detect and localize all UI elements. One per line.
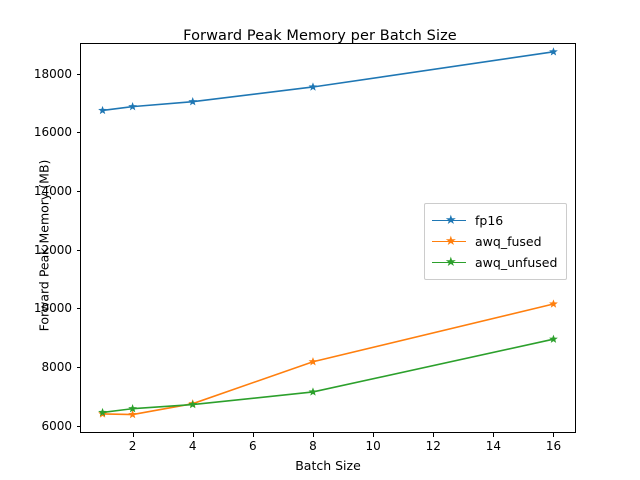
- y-tick-mark: [76, 132, 81, 134]
- legend-item: ★ awq_fused: [432, 231, 557, 252]
- x-tick-mark: [493, 433, 495, 437]
- x-tick-label: 4: [188, 439, 197, 453]
- data-point-marker: [188, 97, 198, 106]
- y-axis-label: Forward Peak Memory (MB): [36, 159, 52, 332]
- legend-item: ★ fp16: [432, 210, 557, 231]
- y-tick-mark: [76, 73, 81, 75]
- series-canvas: [98, 47, 558, 419]
- y-tick-mark: [76, 191, 81, 193]
- data-point-marker: [308, 357, 318, 366]
- data-point-marker: [308, 387, 318, 396]
- legend-swatch-awq-fused: ★: [432, 233, 466, 249]
- data-point-marker: [128, 409, 137, 419]
- x-tick-label: 16: [545, 439, 562, 453]
- series-fp16: [98, 47, 558, 115]
- y-tick-label: 8000: [41, 360, 72, 375]
- y-tick-label: 6000: [41, 418, 72, 433]
- series-awq_unfused: [98, 334, 558, 417]
- y-tick-mark: [76, 425, 81, 427]
- star-marker-icon: ★: [445, 212, 457, 228]
- x-tick-mark: [132, 433, 134, 437]
- legend-line-icon: [432, 240, 466, 243]
- x-tick-mark: [433, 433, 435, 437]
- x-tick-label: 10: [365, 439, 381, 453]
- x-tick-label: 8: [309, 439, 317, 453]
- legend-swatch-fp16: ★: [432, 212, 466, 228]
- legend-label: awq_unfused: [475, 255, 558, 270]
- x-tick-label: 2: [128, 439, 137, 453]
- data-point-marker: [549, 334, 558, 343]
- x-tick-label: 14: [485, 439, 501, 453]
- x-tick-mark: [192, 433, 194, 437]
- legend-line-icon: [432, 261, 466, 264]
- star-marker-icon: ★: [445, 233, 457, 249]
- y-tick-mark: [76, 367, 81, 369]
- x-tick-mark: [553, 433, 555, 437]
- data-point-marker: [98, 407, 107, 417]
- data-point-marker: [98, 105, 107, 115]
- data-point-marker: [308, 82, 318, 91]
- x-tick-label: 12: [425, 439, 441, 453]
- chart-title: Forward Peak Memory per Batch Size: [183, 28, 457, 44]
- legend-line-icon: [432, 219, 466, 222]
- x-axis-label: Batch Size: [295, 458, 361, 473]
- y-tick-mark: [76, 249, 81, 251]
- legend[interactable]: ★ fp16 ★ awq_fused ★ awq_unfused: [424, 203, 568, 280]
- data-point-marker: [128, 102, 137, 111]
- x-tick-label: 6: [249, 439, 257, 453]
- y-tick-label: 10000: [33, 301, 72, 316]
- data-point-marker: [128, 404, 137, 413]
- legend-label: awq_fused: [475, 234, 542, 249]
- legend-label: fp16: [475, 213, 504, 228]
- y-tick-label: 18000: [33, 66, 72, 81]
- y-tick-mark: [76, 308, 81, 310]
- x-tick-mark: [252, 433, 254, 437]
- legend-swatch-awq-unfused: ★: [432, 254, 466, 270]
- data-point-marker: [549, 299, 558, 308]
- x-tick-mark: [373, 433, 375, 437]
- data-point-marker: [188, 399, 198, 409]
- y-tick-label: 16000: [33, 125, 72, 140]
- y-tick-label: 14000: [33, 184, 72, 199]
- star-marker-icon: ★: [445, 254, 457, 270]
- legend-item: ★ awq_unfused: [432, 252, 557, 273]
- y-tick-label: 12000: [33, 242, 72, 257]
- data-point-marker: [549, 47, 558, 56]
- x-tick-mark: [312, 433, 314, 437]
